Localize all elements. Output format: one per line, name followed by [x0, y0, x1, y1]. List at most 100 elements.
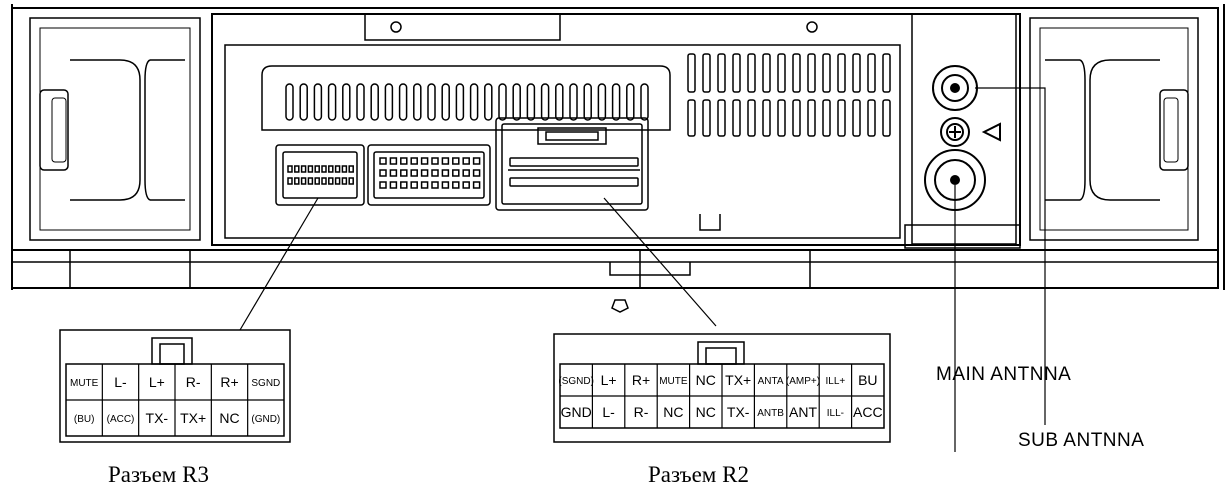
r3-socket-on-unit [275, 144, 365, 206]
vent-slots-right [687, 53, 891, 137]
socket-pin [420, 169, 429, 177]
socket-pin [472, 181, 481, 189]
pin-label: R+ [220, 374, 238, 390]
vent-slot [640, 83, 649, 121]
vent-slot [882, 99, 891, 137]
socket-pin [431, 169, 439, 177]
main-antenna-label: MAIN ANTNNA [936, 364, 1071, 385]
socket-pin [379, 169, 387, 177]
vent-slot [484, 83, 493, 121]
vent-slot [702, 99, 711, 137]
triangle-marker-icon [981, 122, 1001, 142]
vent-slot [398, 83, 408, 121]
vent-slot [852, 99, 861, 137]
pin-label: L- [114, 374, 127, 390]
vent-slot [626, 83, 635, 121]
socket-pin [389, 169, 398, 177]
vent-slot [498, 83, 507, 121]
vent-slot [285, 83, 294, 121]
pin-label: GND [561, 404, 592, 420]
vent-slot [540, 83, 550, 121]
socket-pin [441, 157, 450, 165]
vent-slot [882, 53, 891, 93]
connector-r3-caption: Разъем R3 [108, 462, 209, 486]
vent-slot [747, 99, 756, 137]
pin-label: (SGND) [558, 376, 594, 387]
head-unit-chassis [11, 4, 1225, 290]
socket-pin [389, 157, 398, 165]
socket-pin [400, 157, 408, 165]
socket-pin [300, 177, 307, 185]
vent-slot [583, 83, 592, 121]
bottom-rail [12, 214, 1218, 313]
socket-pin [420, 181, 429, 189]
socket-pin [462, 169, 470, 177]
socket-pin [462, 157, 470, 165]
socket-pin [300, 165, 307, 173]
sub-antenna-socket-icon [932, 65, 978, 111]
socket-pin [400, 181, 408, 189]
pin-label: MUTE [659, 376, 688, 387]
sub-antenna-label: SUB ANTNNA [1018, 430, 1144, 451]
socket-pin [307, 165, 314, 173]
middle-socket-on-unit [367, 144, 491, 206]
pin-label: MUTE [70, 378, 99, 389]
socket-pin [287, 177, 293, 185]
pin-label: TX- [727, 404, 750, 420]
socket-pin [334, 165, 341, 173]
leader-lines [239, 87, 1046, 452]
vent-slot [370, 83, 379, 121]
vent-slot [822, 99, 831, 137]
socket-pin [307, 177, 314, 185]
pin-label: ILL+ [826, 376, 846, 387]
pin-label: R+ [632, 372, 650, 388]
pin-label: BU [858, 372, 877, 388]
pin-label: (BU) [74, 414, 95, 425]
socket-pin [379, 181, 387, 189]
socket-pin [334, 177, 341, 185]
vent-slot [687, 53, 696, 93]
socket-pin [410, 157, 418, 165]
pin-label: NC [219, 410, 239, 426]
pin-label: (GND) [251, 414, 280, 425]
vent-slot [717, 99, 726, 137]
vent-slot [777, 53, 786, 93]
socket-pin [314, 177, 320, 185]
vent-slot [747, 53, 756, 93]
socket-pin [462, 181, 470, 189]
vent-slot [512, 83, 521, 121]
vent-slot [427, 83, 436, 121]
vent-slot [441, 83, 450, 121]
vent-slot [356, 83, 365, 121]
pin-label: TX+ [180, 410, 206, 426]
socket-pin [294, 165, 300, 173]
pin-label: ANT [789, 404, 817, 420]
vent-slot [837, 53, 846, 93]
pin-label: SGND [251, 378, 280, 389]
vent-slot [455, 83, 465, 121]
vent-slots [285, 83, 649, 121]
vent-slot [792, 99, 801, 137]
pin-label: ACC [853, 404, 883, 420]
socket-pin [441, 169, 450, 177]
pin-label: ANTA [758, 376, 784, 387]
screw-icon [940, 117, 970, 147]
vent-slot [469, 83, 479, 121]
vent-slot [837, 99, 846, 137]
r2-socket-on-unit [495, 117, 649, 211]
vent-slot [569, 83, 578, 121]
vent-slot [384, 83, 394, 121]
vent-slot [342, 83, 351, 121]
socket-pin [441, 181, 450, 189]
pin-label: (ACC) [107, 414, 135, 425]
socket-pin [410, 169, 418, 177]
socket-pin [314, 165, 320, 173]
vent-slot [807, 99, 816, 137]
pin-label: L- [602, 404, 615, 420]
socket-pin [287, 165, 293, 173]
socket-pin [452, 169, 460, 177]
vent-slot [777, 99, 786, 137]
connector-r2-diagram [553, 333, 891, 443]
